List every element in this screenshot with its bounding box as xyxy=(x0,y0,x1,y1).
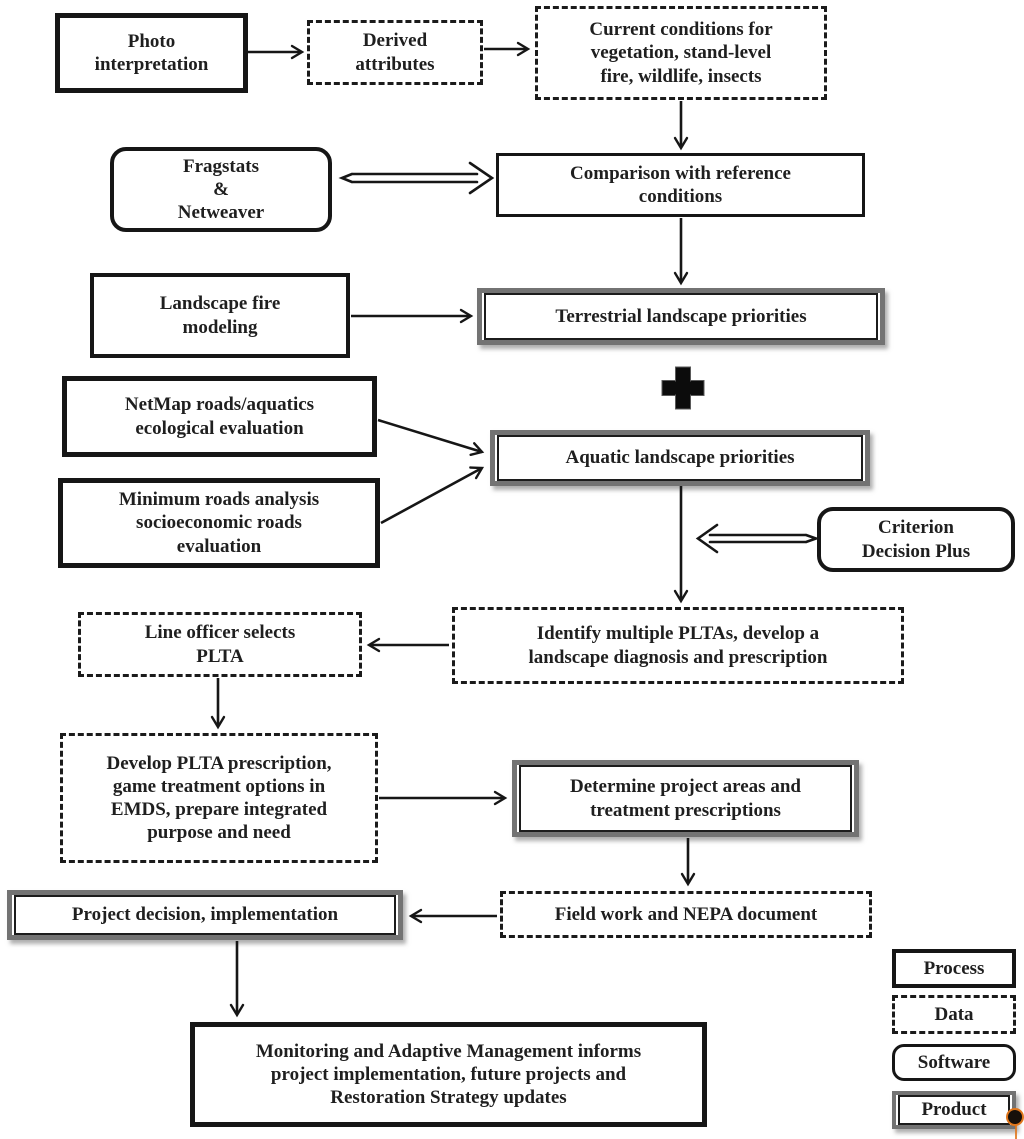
edge-fragstats-comparison-double-arrow xyxy=(338,161,495,195)
legend-item-data: Data xyxy=(892,995,1016,1034)
legend-item-product: Product xyxy=(892,1091,1016,1129)
node-label: Project decision, implementation xyxy=(14,895,396,935)
legend-item-process: Process xyxy=(892,949,1016,988)
node-label: Photo interpretation xyxy=(94,30,209,75)
node-label: Landscape fire modeling xyxy=(159,293,281,338)
node-derived-attributes: Derived attributes xyxy=(307,20,483,85)
node-label: Criterion Decision Plus xyxy=(861,517,971,562)
edge-minimum-aquatic xyxy=(380,466,485,525)
legend-label: Process xyxy=(923,957,985,979)
node-project-decision-implementation: Project decision, implementation xyxy=(7,890,403,940)
node-label: Derived attributes xyxy=(355,30,435,75)
node-label: Current conditions for vegetation, stand… xyxy=(589,19,773,87)
legend-label: Product xyxy=(898,1095,1010,1125)
node-label: Determine project areas and treatment pr… xyxy=(519,765,852,832)
node-field-work-nepa: Field work and NEPA document xyxy=(500,891,872,938)
node-terrestrial-landscape-priorities: Terrestrial landscape priorities xyxy=(477,288,885,345)
node-label: Aquatic landscape priorities xyxy=(497,435,863,481)
node-label: Comparison with reference conditions xyxy=(570,162,791,207)
node-label: Monitoring and Adaptive Management infor… xyxy=(255,1040,642,1109)
node-current-conditions: Current conditions for vegetation, stand… xyxy=(535,6,827,100)
node-develop-plta-prescription: Develop PLTA prescription, game treatmen… xyxy=(60,733,378,863)
node-minimum-roads-analysis: Minimum roads analysis socioeconomic roa… xyxy=(58,478,380,568)
node-determine-project-areas: Determine project areas and treatment pr… xyxy=(512,760,859,837)
node-aquatic-landscape-priorities: Aquatic landscape priorities xyxy=(490,430,870,486)
legend-label: Software xyxy=(917,1051,991,1073)
node-label: NetMap roads/aquatics ecological evaluat… xyxy=(124,394,315,439)
node-fragstats-netweaver: Fragstats & Netweaver xyxy=(110,147,332,232)
plus-icon xyxy=(661,366,705,410)
edge-criterion-double-arrow xyxy=(695,523,820,554)
node-label: Identify multiple PLTAs, develop a lands… xyxy=(528,623,828,668)
node-label: Line officer selects PLTA xyxy=(144,622,296,667)
double-arrows xyxy=(338,161,820,554)
node-identify-multiple-pltas: Identify multiple PLTAs, develop a lands… xyxy=(452,607,904,684)
node-label: Field work and NEPA document xyxy=(554,903,818,925)
node-line-officer-selects-plta: Line officer selects PLTA xyxy=(78,612,362,677)
node-comparison-reference-conditions: Comparison with reference conditions xyxy=(496,153,865,217)
node-criterion-decision-plus: Criterion Decision Plus xyxy=(817,507,1015,572)
node-label: Fragstats & Netweaver xyxy=(177,155,265,224)
node-label: Minimum roads analysis socioeconomic roa… xyxy=(118,489,320,557)
node-netmap-roads-aquatics: NetMap roads/aquatics ecological evaluat… xyxy=(62,376,377,457)
node-landscape-fire-modeling: Landscape fire modeling xyxy=(90,273,350,358)
legend-label: Data xyxy=(934,1003,974,1025)
edge-netmap-aquatic xyxy=(377,418,485,456)
node-label: Develop PLTA prescription, game treatmen… xyxy=(106,752,332,844)
node-monitoring-adaptive-management: Monitoring and Adaptive Management infor… xyxy=(190,1022,707,1127)
node-label: Terrestrial landscape priorities xyxy=(484,293,878,340)
node-photo-interpretation: Photo interpretation xyxy=(55,13,248,93)
legend-item-software: Software xyxy=(892,1044,1016,1081)
